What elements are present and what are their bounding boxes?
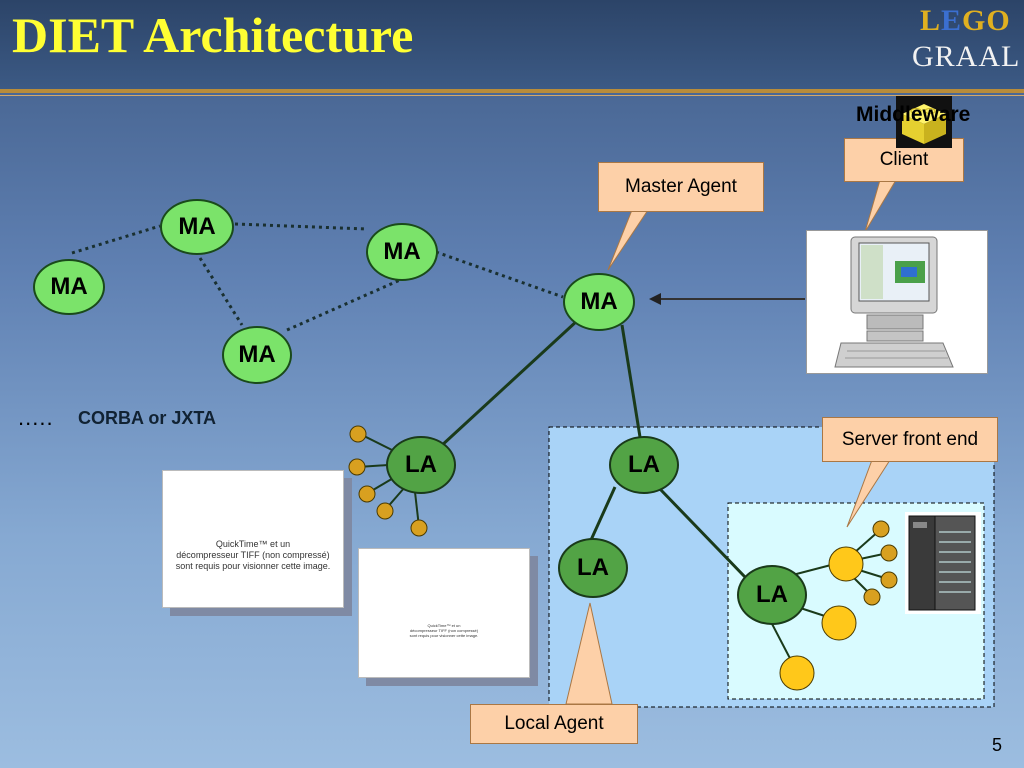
ma-node-mid: MA (366, 223, 438, 281)
quicktime-notice-1: QuickTime™ et un décompresseur TIFF (non… (175, 539, 331, 571)
la-left-leaves (348, 425, 428, 537)
callout-pointers (565, 179, 897, 705)
quicktime-notice-2: QuickTime™ et un décompresseur TIFF (non… (409, 623, 479, 638)
server-front-end-callout: Server front end (822, 417, 998, 462)
client-computer-panel (806, 230, 988, 374)
legend-label: CORBA or JXTA (78, 408, 217, 428)
header-divider (0, 89, 1024, 93)
graal-logo: GRAAL (912, 40, 1021, 73)
local-agent-callout: Local Agent (470, 704, 638, 744)
ma-node-top: MA (160, 199, 234, 255)
hierarchy-links (438, 318, 747, 579)
master-agent-callout: Master Agent (598, 162, 764, 212)
ma-node-left: MA (33, 259, 105, 315)
page-title: DIET Architecture (12, 7, 414, 63)
middleware-cube-icon (896, 96, 952, 148)
header-divider-thin (0, 95, 1024, 96)
la-node-lower-left: LA (558, 538, 628, 598)
desktop-computer-icon (834, 236, 954, 368)
middleware-label: Middleware (856, 103, 971, 126)
ma-node-bottom: MA (222, 326, 292, 384)
legend-symbol: ..... (18, 405, 54, 430)
corba-links (71, 222, 564, 332)
server-rack-icon (908, 515, 976, 611)
quicktime-placeholder-1: QuickTime™ et un décompresseur TIFF (non… (162, 470, 344, 608)
la-node-left: LA (386, 436, 456, 494)
quicktime-placeholder-2: QuickTime™ et un décompresseur TIFF (non… (358, 548, 530, 678)
arrow-head-icon (649, 293, 661, 305)
la-node-center: LA (609, 436, 679, 494)
lego-logo: LEGO (920, 4, 1011, 37)
la-right-leaves (779, 520, 898, 691)
page-number: 5 (992, 735, 1003, 755)
server-panel (905, 512, 981, 614)
la-node-lower-right: LA (737, 565, 807, 625)
title-bar (0, 0, 1024, 90)
ma-node-master: MA (563, 273, 635, 331)
